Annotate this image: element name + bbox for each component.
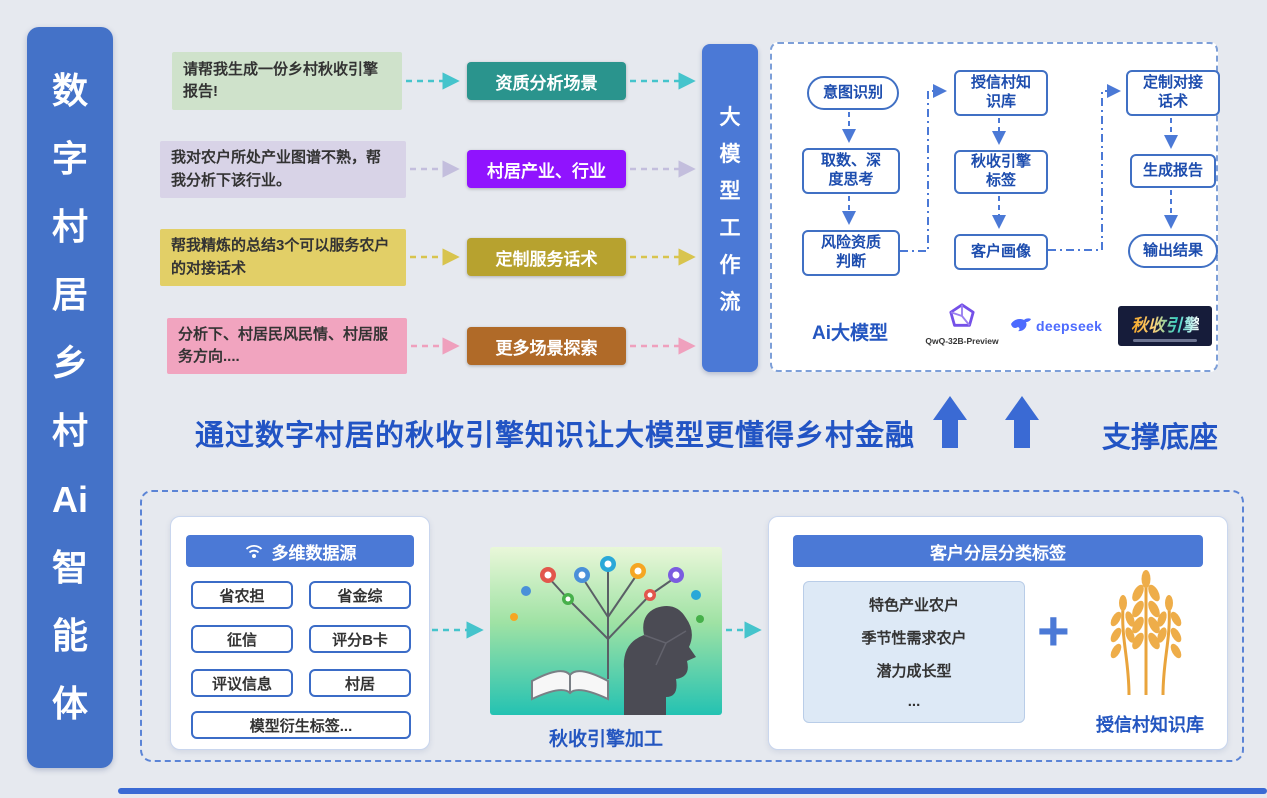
customer-tags-panel: 客户分层分类标签 特色产业农户 季节性需求农户 潜力成长型 ... + [768,516,1228,750]
node-village-knowledge: 授信村知识库 [954,70,1048,116]
prompt-text: 请帮我生成一份乡村秋收引擎报告! [183,60,379,101]
sidebar-char: 居 [51,274,88,316]
source-provincial-agri-guarantee: 省农担 [191,581,293,609]
scenario-industry: 村居产业、行业 [467,150,626,188]
sidebar-char: 村 [51,410,88,452]
deepseek-whale-icon [1011,318,1031,332]
scenario-qualification: 资质分析场景 [467,62,626,100]
sidebar-char: 体 [51,682,88,724]
source-score-b-card: 评分B卡 [309,625,411,653]
sidebar-title-bar: 数 字 村 居 乡 村 Ai 智 能 体 [27,27,113,768]
harvest-processing-illustration [490,547,722,715]
wf-char: 工 [719,216,741,240]
bottom-divider [118,788,1267,794]
prompt-text: 分析下、村居民风民情、村居服务方向.... [178,325,389,366]
source-provincial-finance: 省金综 [309,581,411,609]
sidebar-char: 智 [51,546,88,588]
prompt-box-more: 分析下、村居民风民情、村居服务方向.... [167,318,407,374]
customer-tags-list: 特色产业农户 季节性需求农户 潜力成长型 ... [803,581,1025,723]
source-credit: 征信 [191,625,293,653]
processing-caption: 秋收引擎加工 [548,729,663,750]
qwq-label: QwQ-32B-Preview [925,336,999,346]
wheat-icon [1091,567,1201,702]
wf-char: 模 [719,142,741,166]
tag-item: 特色产业农户 [868,597,959,614]
wf-char: 流 [719,290,741,314]
up-arrow-left [933,396,967,448]
support-base-container: 多维数据源 省农担 省金综 征信 评分B卡 评议信息 村居 模型衍生标签... [140,490,1244,762]
harvest-engine-badge: 秋收引擎 [1118,306,1212,346]
node-risk-judgement: 风险资质判断 [802,230,900,276]
qwq-icon [949,303,975,327]
wifi-icon [245,545,262,558]
tag-item: ... [907,693,921,710]
node-intent-recognition: 意图识别 [807,76,899,110]
sidebar-char: 村 [51,206,88,248]
wf-char: 作 [719,253,741,277]
node-generate-report: 生成报告 [1130,154,1216,188]
scenario-custom-script: 定制服务话术 [467,238,626,276]
sidebar-char: 字 [51,138,88,180]
up-arrow-right [1005,396,1039,448]
data-sources-panel: 多维数据源 省农担 省金综 征信 评分B卡 评议信息 村居 模型衍生标签... [170,516,430,750]
prompt-box-industry: 我对农户所处产业图谱不熟，帮我分析下该行业。 [160,141,406,198]
wf-char: 型 [719,179,741,203]
plus-icon: + [1037,599,1070,662]
source-village: 村居 [309,669,411,697]
prompt-box-script: 帮我精炼的总结3个可以服务农户的对接话术 [160,229,406,286]
sidebar-char: 数 [51,70,88,112]
deepseek-logo-block: deepseek [1010,318,1102,334]
node-customer-profile: 客户画像 [954,234,1048,270]
sidebar-char: 能 [51,614,88,656]
node-fetch-deep-think: 取数、深度思考 [802,148,900,194]
tag-item: 潜力成长型 [876,663,952,680]
support-base-label: 支撑底座 [1102,422,1219,454]
customer-tags-title: 客户分层分类标签 [930,543,1066,563]
scenario-more: 更多场景探索 [467,327,626,365]
knowledge-base-caption: 授信村知识库 [1096,715,1204,735]
deepseek-label: deepseek [1036,318,1103,334]
data-sources-title: 多维数据源 [271,543,357,563]
customer-tags-header: 客户分层分类标签 [793,535,1203,567]
node-output-result: 输出结果 [1128,234,1218,268]
qwq-logo-block: QwQ-32B-Preview [920,302,1004,346]
workflow-bar: 大 模 型 工 作 流 [702,44,758,372]
workflow-flowchart: 意图识别 取数、深度思考 风险资质判断 授信村知识库 秋收引擎标签 客户画像 定… [770,42,1220,372]
source-review-info: 评议信息 [191,669,293,697]
data-sources-header: 多维数据源 [186,535,414,567]
wf-char: 大 [719,105,741,129]
node-custom-script: 定制对接话术 [1126,70,1220,116]
tag-item: 季节性需求农户 [861,630,967,647]
knowledge-tree-image [490,547,722,715]
ai-models-label: Ai大模型 [812,323,889,344]
source-model-derived-tags: 模型衍生标签... [191,711,411,739]
harvest-engine-badge-title: 秋收引擎 [1131,311,1199,336]
headline-text: 通过数字村居的秋收引擎知识让大模型更懂得乡村金融 [195,420,916,452]
sidebar-char: Ai [52,478,88,520]
sidebar-char: 乡 [51,342,88,384]
prompt-text: 帮我精炼的总结3个可以服务农户的对接话术 [171,237,390,277]
prompt-text: 我对农户所处产业图谱不熟，帮我分析下该行业。 [171,149,382,189]
node-harvest-tags: 秋收引擎标签 [954,150,1048,194]
harvest-engine-badge-subtitle [1133,338,1197,342]
prompt-box-report: 请帮我生成一份乡村秋收引擎报告! [172,52,402,110]
